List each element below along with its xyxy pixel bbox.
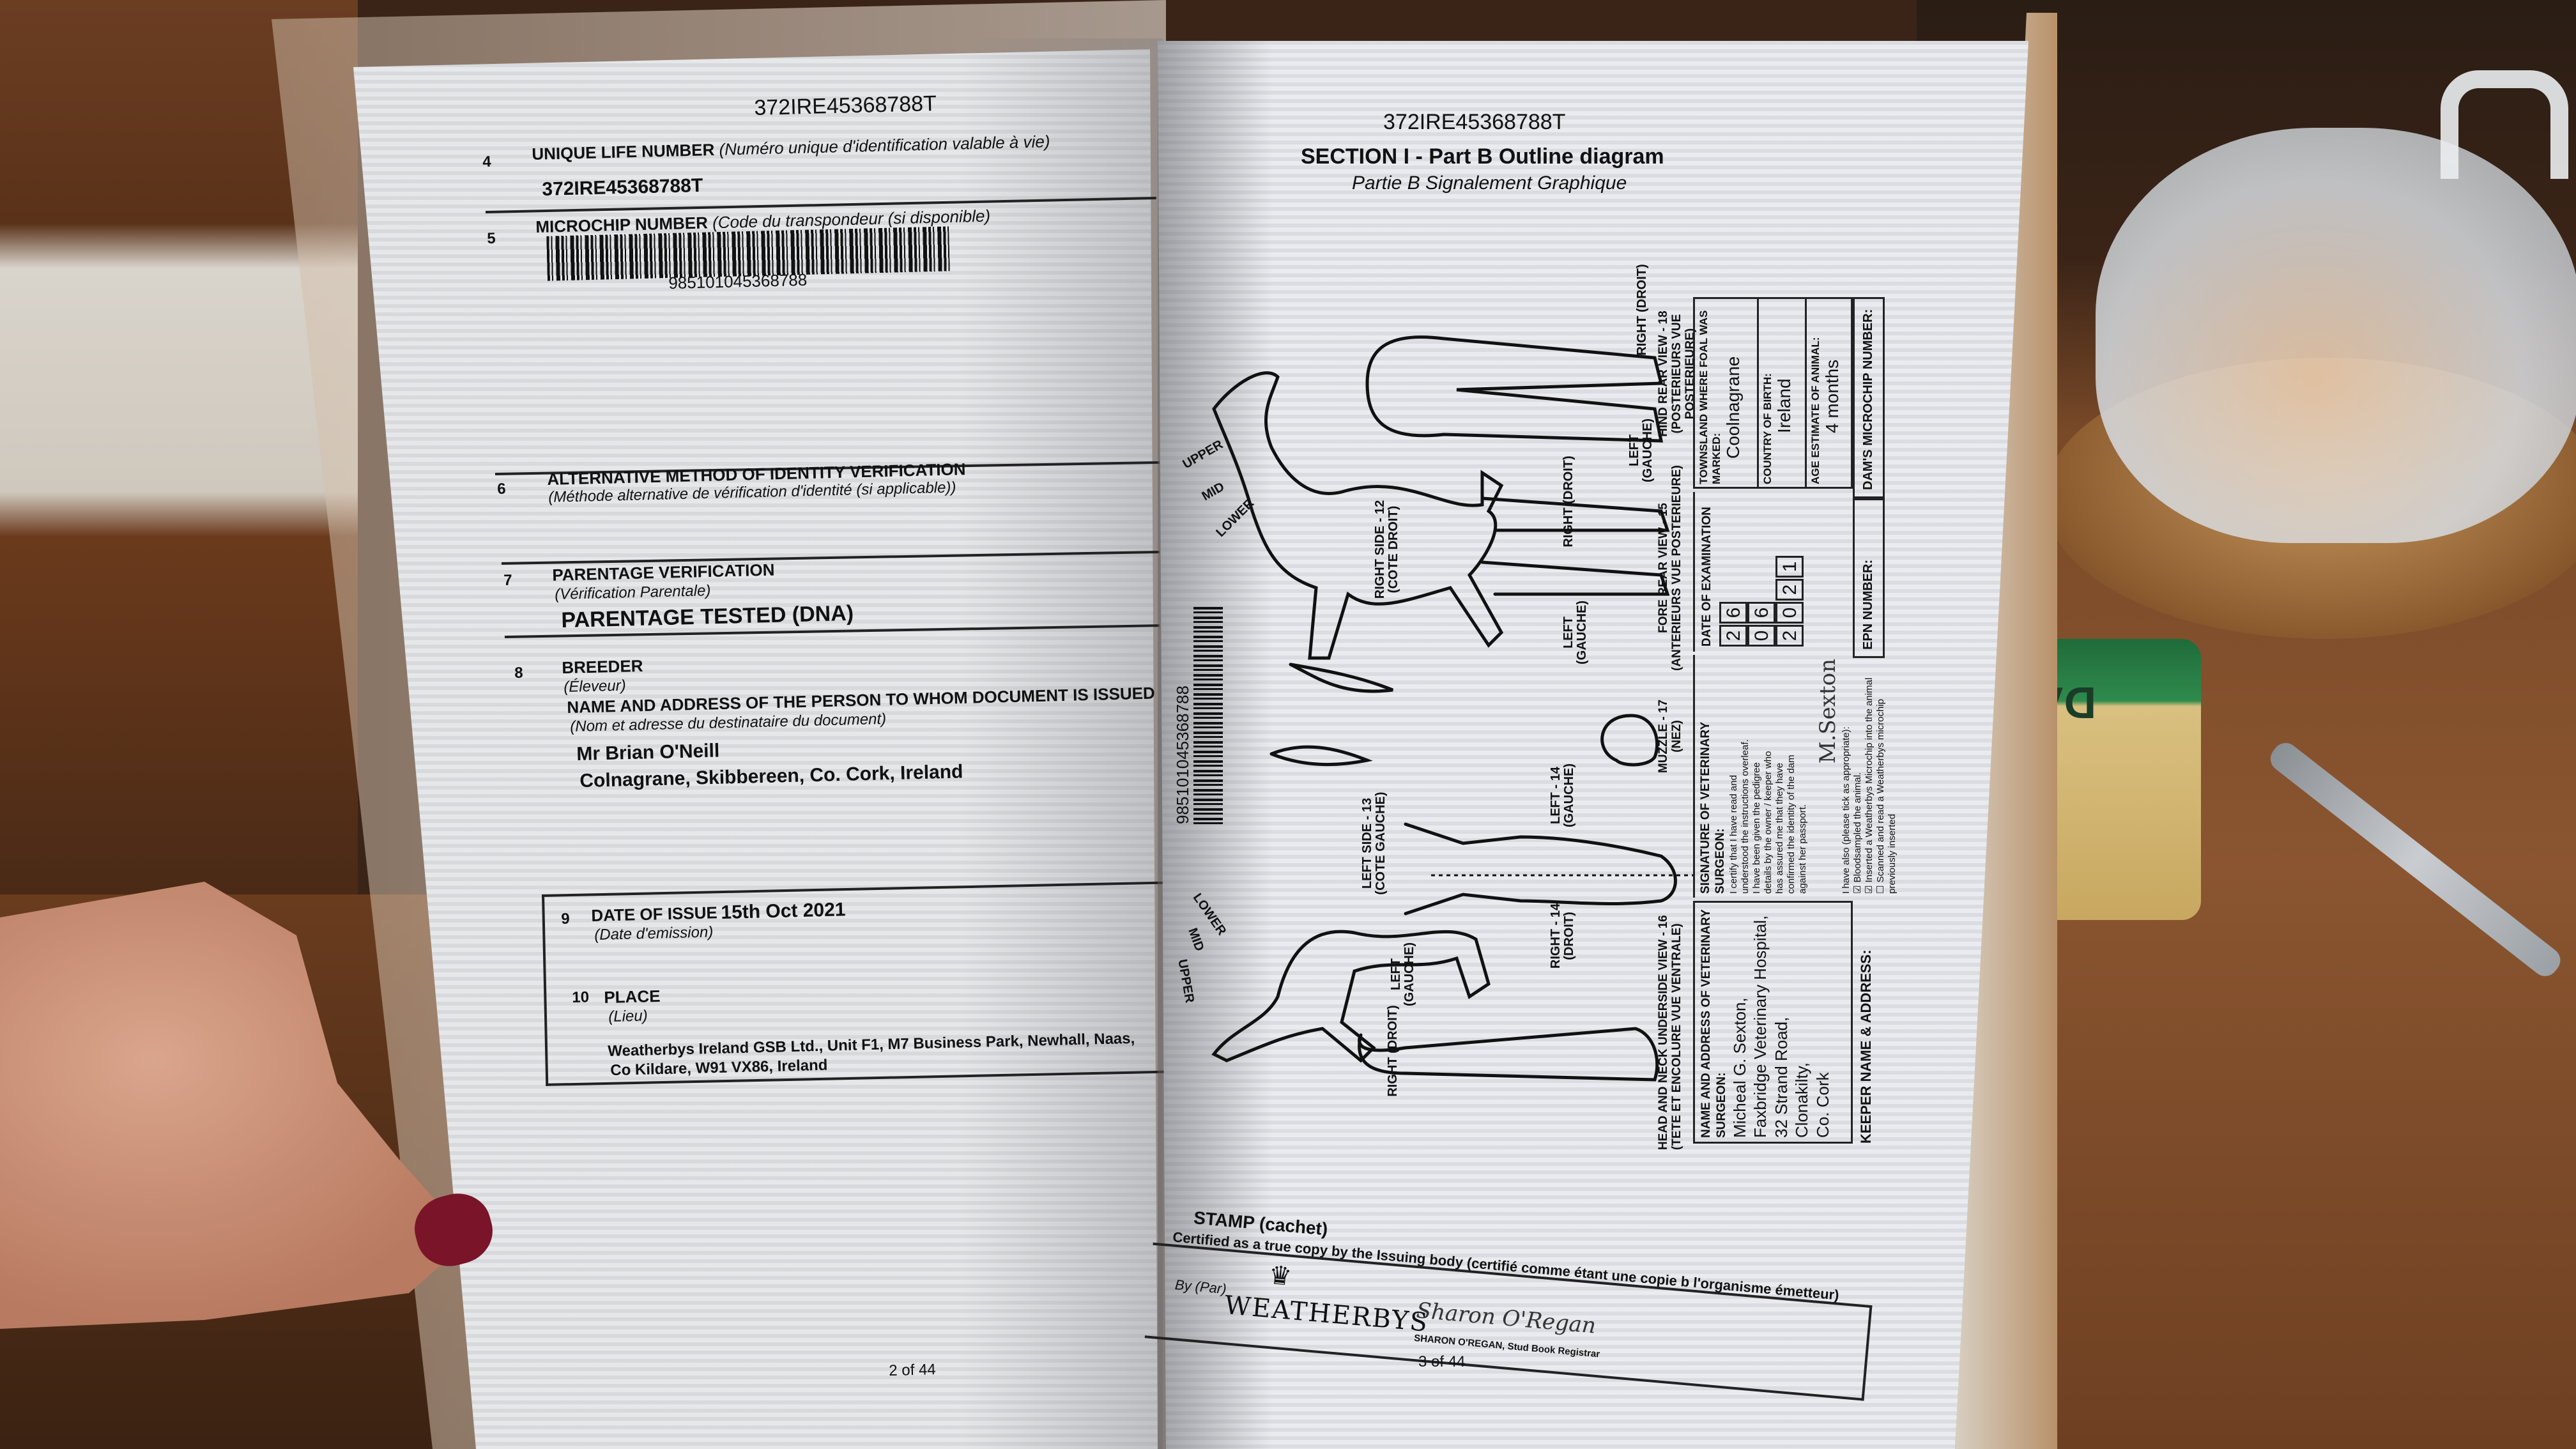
label-left-side: LEFT SIDE - 13 (COTE GAUCHE) xyxy=(1360,792,1388,895)
label-left-gauche: LEFT (GAUCHE) xyxy=(1561,601,1589,664)
hind-rear-view-outline xyxy=(1365,335,1664,443)
label-left-14: LEFT - 14 (GAUCHE) xyxy=(1549,763,1576,827)
checkbox-checked-icon: ☑ xyxy=(1864,885,1875,894)
fore-rear-view-label: FORE REAR VIEW - 15(ANTERIEURS VUE POSTE… xyxy=(1657,465,1683,671)
head-neck-underside-outline xyxy=(1358,1027,1659,1082)
label-right-droit: RIGHT (DROIT) xyxy=(1386,1005,1400,1097)
foal-details-box: TOWNSLAND WHERE FOAL WAS MARKED:Coolnagr… xyxy=(1693,297,1853,489)
dams-microchip-label: DAM'S MICROCHIP NUMBER: xyxy=(1853,297,1885,498)
right-page-number: 3 of 44 xyxy=(1418,1353,1466,1370)
horse-right-side-outline xyxy=(1212,371,1504,660)
veterinary-certification-block: HEAD AND NECK UNDERSIDE VIEW - 16(TETE E… xyxy=(1655,281,1897,1156)
checkbox-empty-icon: ☐ xyxy=(1875,885,1887,894)
vet-name-address-box: NAME AND ADDRESS OF VETERINARY SURGEON: … xyxy=(1693,901,1853,1144)
page-shadow xyxy=(958,38,1163,1449)
head-neck-view-label: HEAD AND NECK UNDERSIDE VIEW - 16(TETE E… xyxy=(1657,915,1683,1150)
vet-signature: M.Sexton xyxy=(1814,659,1841,764)
muzzle-label: MUZZLE - 17(NEZ) xyxy=(1657,699,1683,773)
horse-right-side-tail xyxy=(1289,663,1393,693)
section-title: SECTION I - Part B Outline diagram xyxy=(1301,144,1664,169)
right-header-id: 372IRE45368788T xyxy=(1383,110,1566,134)
hind-rear-view-label: HIND REAR VIEW - 18(POSTERIEURS VUE POST… xyxy=(1657,310,1697,437)
vertical-microchip-barcode xyxy=(1193,607,1223,824)
label-right-side: RIGHT SIDE - 12 (COTE DROIT) xyxy=(1373,500,1400,599)
fore-rear-view-legs xyxy=(1480,496,1670,596)
label-right-14: RIGHT - 14 (DROIT) xyxy=(1549,903,1576,969)
cake-dome-cover xyxy=(2096,128,2576,543)
muzzle-outline xyxy=(1600,714,1659,767)
horse-left-side-outline xyxy=(1211,930,1491,1063)
weatherbys-crest-icon: ♛ xyxy=(1268,1261,1293,1291)
section-subtitle: Partie B Signalement Graphique xyxy=(1352,172,1627,194)
horse-left-side-tail xyxy=(1269,745,1373,767)
label-right-droit: RIGHT (DROIT) xyxy=(1635,264,1649,356)
label-left-gauche: LEFT (GAUCHE) xyxy=(1627,418,1655,482)
check-item: ☐ Scanned and read a Weatherbys microchi… xyxy=(1875,698,1898,894)
date-of-examination: DATE OF EXAMINATION 26 06 2021 xyxy=(1693,492,1853,652)
right-page xyxy=(1158,41,2028,1449)
check-item: ☑ Bloodsampled the animal. xyxy=(1852,772,1864,894)
check-item: ☑ Inserted a Weatherbys Microchip into t… xyxy=(1864,677,1875,894)
keeper-name-address-label: KEEPER NAME & ADDRESS: xyxy=(1858,949,1874,1144)
epn-number-label: EPN NUMBER: xyxy=(1853,498,1885,658)
vet-signature-section: SIGNATURE OF VETERINARY SURGEON: I certi… xyxy=(1693,655,1897,898)
label-right-droit: RIGHT (DROIT) xyxy=(1561,456,1575,548)
checkbox-checked-icon: ☑ xyxy=(1852,885,1864,894)
vertical-microchip-number: 985101045368788 xyxy=(1173,686,1192,824)
front-view-body xyxy=(1404,822,1677,916)
